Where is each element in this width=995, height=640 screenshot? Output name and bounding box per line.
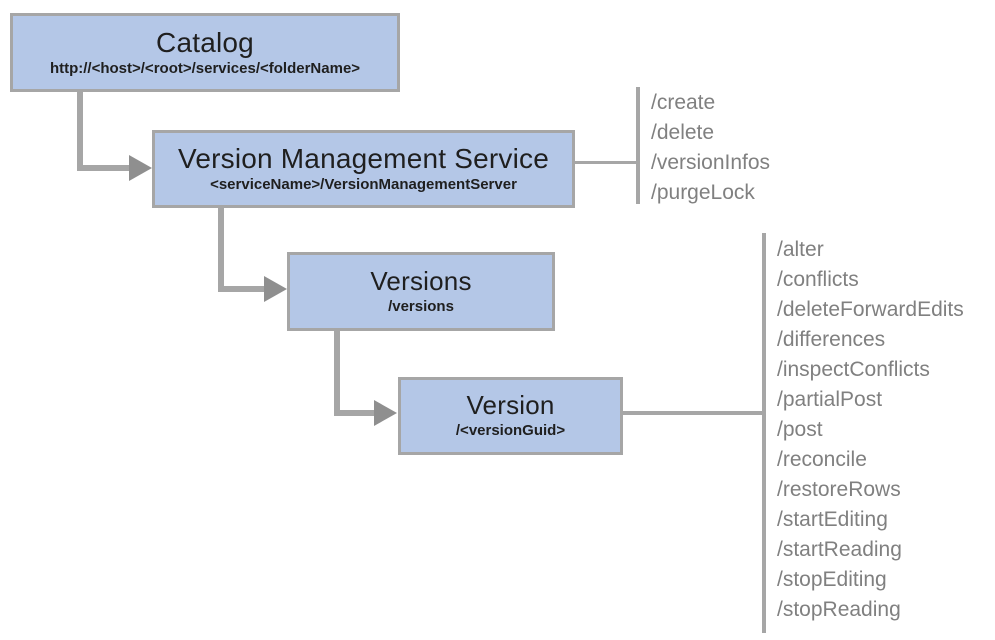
endpoint-item: /create: [651, 91, 716, 114]
endpoint-item: /versionInfos: [651, 151, 771, 174]
endpoints-bracket-line-vms: [636, 87, 640, 204]
connector-vms-to-versions-vertical: [218, 207, 224, 292]
endpoint-item: /conflicts: [777, 268, 859, 291]
endpoint-list-vms: /create/delete/versionInfos/purgeLock: [651, 88, 770, 208]
node-catalog-subtitle: http://<host>/<root>/services/<folderNam…: [49, 59, 361, 77]
endpoint-item: /stopReading: [777, 598, 901, 621]
endpoint-list-version: /alter/conflicts/deleteForwardEdits/diff…: [777, 235, 964, 625]
node-versions-subtitle: /versions: [388, 297, 454, 315]
connector-versions-to-version-vertical: [334, 330, 340, 416]
arrowhead-icon: [129, 155, 152, 181]
endpoint-item: /partialPost: [777, 388, 883, 411]
endpoint-item: /differences: [777, 328, 886, 351]
endpoint-item: /restoreRows: [777, 478, 901, 501]
node-version: Version /<versionGuid>: [398, 377, 623, 455]
endpoint-item: /delete: [651, 121, 715, 144]
node-versions: Versions /versions: [287, 252, 555, 331]
arrowhead-icon: [374, 400, 397, 426]
node-vms-title: Version Management Service: [178, 143, 549, 175]
node-version-title: Version: [466, 390, 555, 421]
endpoint-item: /reconcile: [777, 448, 867, 471]
node-version-subtitle: /<versionGuid>: [455, 422, 566, 440]
endpoint-item: /stopEditing: [777, 568, 887, 591]
endpoint-item: /deleteForwardEdits: [777, 298, 964, 321]
node-vms-subtitle: <serviceName>/VersionManagementServer: [210, 176, 517, 194]
endpoint-item: /startEditing: [777, 508, 888, 531]
connector-vms-to-versions-horizontal: [218, 286, 264, 292]
node-version-management-service: Version Management Service <serviceName>…: [152, 130, 575, 208]
connector-catalog-to-vms-horizontal: [77, 165, 129, 171]
connector-vms-to-endpoints: [574, 161, 638, 164]
endpoint-item: /inspectConflicts: [777, 358, 930, 381]
connector-catalog-to-vms-vertical: [77, 91, 83, 171]
endpoint-item: /alter: [777, 238, 824, 261]
endpoint-item: /startReading: [777, 538, 902, 561]
endpoints-bracket-line-version: [762, 233, 766, 633]
arrowhead-icon: [264, 276, 287, 302]
node-catalog: Catalog http://<host>/<root>/services/<f…: [10, 13, 400, 92]
endpoint-item: /post: [777, 418, 823, 441]
connector-versions-to-version-horizontal: [334, 410, 374, 416]
node-catalog-title: Catalog: [156, 26, 254, 58]
node-versions-title: Versions: [370, 265, 472, 296]
connector-version-to-endpoints: [622, 411, 763, 415]
endpoint-item: /purgeLock: [651, 181, 755, 204]
